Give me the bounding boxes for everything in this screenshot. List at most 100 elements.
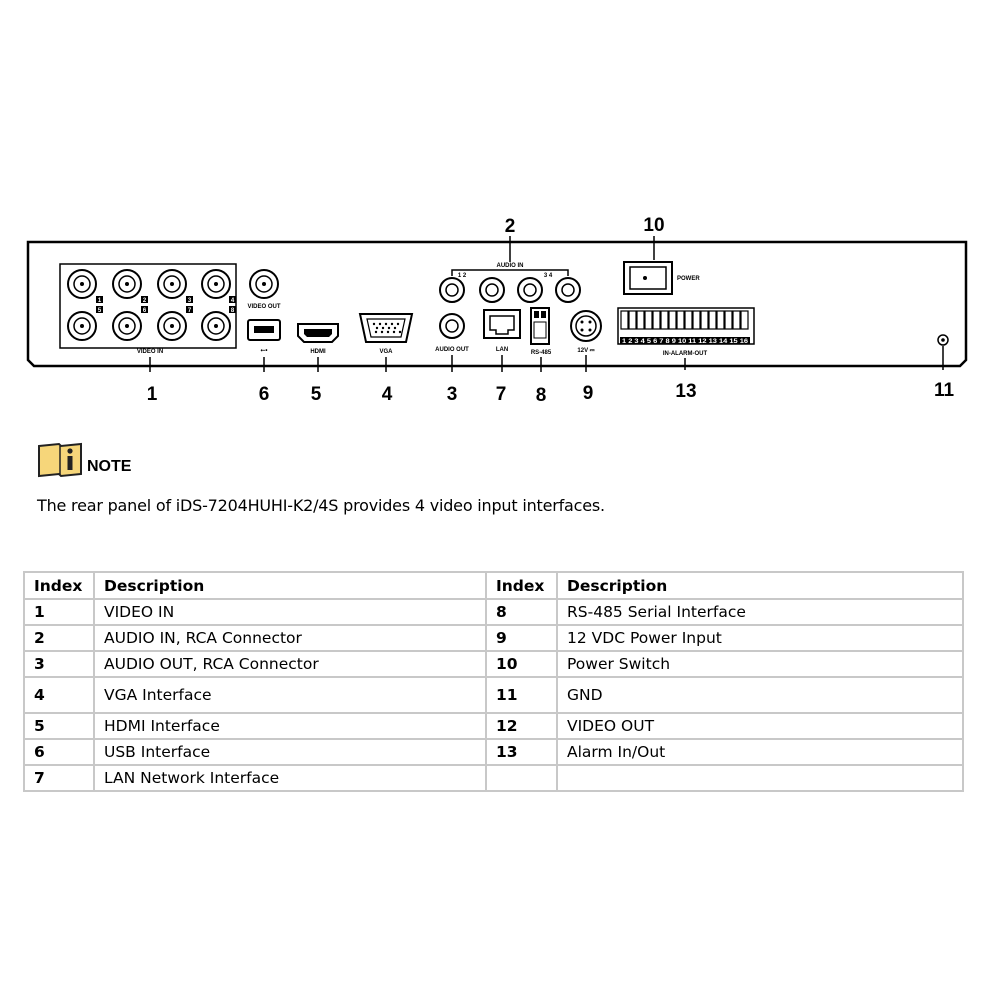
description-cell: AUDIO OUT, RCA Connector xyxy=(93,650,487,678)
note-book-icon xyxy=(38,442,82,478)
callout-1: 1 xyxy=(147,384,158,405)
usb-port xyxy=(247,319,281,341)
description-cell: Alarm In/Out xyxy=(556,738,964,766)
description-cell: HDMI Interface xyxy=(93,712,487,740)
rear-panel-svg: 1 2 3 4 5 6 7 8 VIDEO IN VIDEO OUT ⭠• HD… xyxy=(26,215,968,406)
callout-3: 3 xyxy=(447,384,458,405)
bnc-number-tags: 1 2 3 4 5 6 7 8 xyxy=(96,296,236,314)
callout-7: 7 xyxy=(496,384,507,405)
bnc-number: 1 xyxy=(98,298,102,304)
table-row: 6 USB Interface 13 Alarm In/Out xyxy=(23,738,964,766)
interface-table: Index Description Index Description 1 VI… xyxy=(23,571,964,792)
bnc-number: 6 xyxy=(143,308,147,314)
index-cell: 12 xyxy=(485,712,558,740)
bnc-connector xyxy=(157,269,187,299)
bnc-connector xyxy=(67,311,97,341)
table-row: 5 HDMI Interface 12 VIDEO OUT xyxy=(23,712,964,740)
index-cell: 3 xyxy=(23,650,95,678)
bnc-connector xyxy=(112,269,142,299)
table-row: 2 AUDIO IN, RCA Connector 9 12 VDC Power… xyxy=(23,624,964,652)
description-cell: LAN Network Interface xyxy=(93,764,487,792)
index-cell: 6 xyxy=(23,738,95,766)
power-input-label: 12V ⎓ xyxy=(577,348,594,354)
callout-8: 8 xyxy=(536,385,547,406)
callout-13: 13 xyxy=(675,381,696,402)
callout-10: 10 xyxy=(643,215,664,236)
video-out-connector xyxy=(249,269,279,299)
alarm-label: IN-ALARM-OUT xyxy=(663,351,708,357)
bnc-number: 8 xyxy=(231,308,235,314)
description-cell: VIDEO IN xyxy=(93,598,487,626)
video-in-label: VIDEO IN xyxy=(137,349,163,355)
bnc-number: 2 xyxy=(143,298,147,304)
index-cell: 2 xyxy=(23,624,95,652)
index-cell: 5 xyxy=(23,712,95,740)
note-label: NOTE xyxy=(87,458,132,475)
bnc-connector xyxy=(112,311,142,341)
callout-6: 6 xyxy=(259,384,270,405)
audio-in-bracket xyxy=(451,269,569,276)
note-text: The rear panel of iDS-7204HUHI-K2/4S pro… xyxy=(37,496,605,515)
index-cell: 10 xyxy=(485,650,558,678)
header-index: Index xyxy=(485,571,558,600)
usb-icon: ⭠• xyxy=(261,348,268,354)
description-cell: RS-485 Serial Interface xyxy=(556,598,964,626)
vga-label: VGA xyxy=(379,349,393,355)
audio-out-connector xyxy=(439,313,465,339)
index-cell: 11 xyxy=(485,676,558,714)
bnc-number: 3 xyxy=(188,298,192,304)
header-description: Description xyxy=(93,571,487,600)
description-cell xyxy=(556,764,964,792)
rs485-port xyxy=(530,307,550,345)
rs485-label: RS-485 xyxy=(531,350,552,356)
alarm-terminal-block xyxy=(617,307,755,345)
callout-2: 2 xyxy=(505,216,516,237)
bnc-connector-group xyxy=(67,269,231,341)
bnc-connector xyxy=(201,311,231,341)
description-cell: 12 VDC Power Input xyxy=(556,624,964,652)
audio-in-label: AUDIO IN xyxy=(497,263,524,269)
description-cell: Power Switch xyxy=(556,650,964,678)
video-out-label: VIDEO OUT xyxy=(247,304,280,310)
bnc-connector xyxy=(67,269,97,299)
index-cell: 7 xyxy=(23,764,95,792)
callout-9: 9 xyxy=(583,383,594,404)
callout-11: 11 xyxy=(934,380,955,401)
audio-out-label: AUDIO OUT xyxy=(435,347,469,353)
lan-label: LAN xyxy=(496,347,508,353)
lan-port xyxy=(483,309,521,339)
power-label: POWER xyxy=(677,276,700,282)
vga-port xyxy=(358,313,414,343)
index-cell: 1 xyxy=(23,598,95,626)
index-cell xyxy=(485,764,558,792)
rca-connector xyxy=(479,277,505,303)
callout-lines xyxy=(149,236,944,372)
rca-connector xyxy=(439,277,465,303)
header-index: Index xyxy=(23,571,95,600)
audio-in-connectors xyxy=(439,277,581,303)
power-input-connector xyxy=(570,310,602,342)
hdmi-port xyxy=(297,323,339,343)
rca-connector xyxy=(517,277,543,303)
callout-4: 4 xyxy=(382,384,393,405)
description-cell: VGA Interface xyxy=(93,676,487,714)
rear-panel-diagram: 1 2 3 4 5 6 7 8 VIDEO IN VIDEO OUT ⭠• HD… xyxy=(0,200,1000,420)
bnc-connector xyxy=(157,311,187,341)
gnd-terminal xyxy=(937,334,949,346)
index-cell: 8 xyxy=(485,598,558,626)
header-description: Description xyxy=(556,571,964,600)
table-row: 4 VGA Interface 11 GND xyxy=(23,676,964,714)
rca-connector xyxy=(555,277,581,303)
index-cell: 13 xyxy=(485,738,558,766)
description-cell: USB Interface xyxy=(93,738,487,766)
note-header: NOTE xyxy=(37,440,131,480)
chassis-outline xyxy=(26,240,968,368)
audio-in-ch34: 3 4 xyxy=(544,273,553,279)
bnc-number: 7 xyxy=(188,308,192,314)
alarm-pin-numbers: 1 2 3 4 5 6 7 8 9 10 11 12 13 14 15 16 xyxy=(622,339,749,345)
bnc-connector xyxy=(201,269,231,299)
bnc-number: 5 xyxy=(98,308,102,314)
bnc-number: 4 xyxy=(231,298,235,304)
power-switch xyxy=(623,261,673,295)
table-row: 3 AUDIO OUT, RCA Connector 10 Power Swit… xyxy=(23,650,964,678)
